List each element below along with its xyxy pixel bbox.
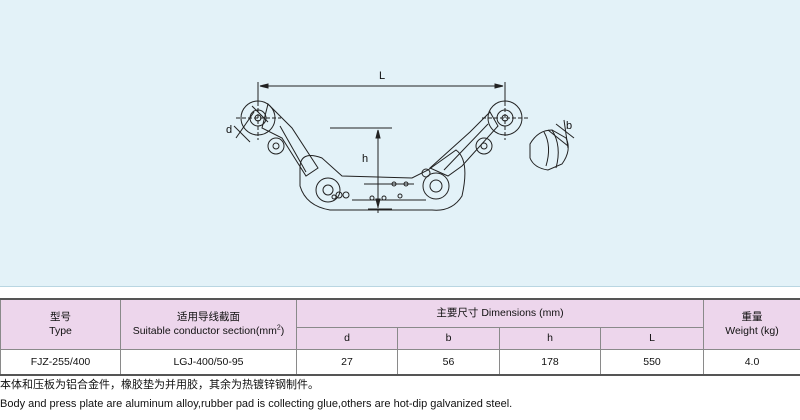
dim-label-h: h — [362, 153, 369, 165]
cell-model: FJZ-255/400 — [0, 348, 121, 376]
header-weight-en: Weight (kg) — [725, 325, 779, 338]
note-chinese: 本体和压板为铝合金件，橡胶垫为并用胶，其余为热镀锌钢制件。 — [0, 379, 319, 391]
note-english: Body and press plate are aluminum alloy,… — [0, 398, 513, 410]
cell-conductor: LGJ-400/50-95 — [120, 348, 297, 376]
cell-L: 550 — [600, 348, 704, 376]
header-dimensions: 主要尺寸 Dimensions (mm) — [296, 298, 704, 328]
header-model: 型号 Type — [0, 298, 121, 350]
header-model-zh: 型号 — [50, 311, 71, 324]
header-dim-d: d — [296, 326, 398, 350]
header-dim-b: b — [397, 326, 500, 350]
header-weight: 重量 Weight (kg) — [703, 298, 800, 350]
dim-label-d: d — [226, 124, 233, 136]
cell-weight: 4.0 — [703, 348, 800, 376]
dim-label-b: b — [566, 120, 573, 132]
cell-h: 178 — [499, 348, 601, 376]
spec-table: 型号 Type 适用导线截面 Suitable conductor sectio… — [0, 298, 800, 376]
header-conductor-zh: 适用导线截面 — [177, 311, 240, 324]
header-weight-zh: 重量 — [741, 311, 763, 324]
dim-label-L: L — [379, 70, 386, 82]
drawing-panel: L h d b — [0, 0, 800, 287]
header-conductor-en: Suitable conductor section(mm2) — [132, 324, 285, 338]
header-dim-L: L — [600, 326, 704, 350]
header-model-en: Type — [49, 325, 72, 338]
cell-b: 56 — [397, 348, 500, 376]
header-conductor: 适用导线截面 Suitable conductor section(mm2) — [120, 298, 297, 350]
cell-d: 27 — [296, 348, 398, 376]
spacer-technical-drawing — [233, 82, 575, 214]
header-dim-h: h — [499, 326, 601, 350]
table-row: FJZ-255/400 LGJ-400/50-95 27 56 178 550 … — [0, 348, 800, 376]
